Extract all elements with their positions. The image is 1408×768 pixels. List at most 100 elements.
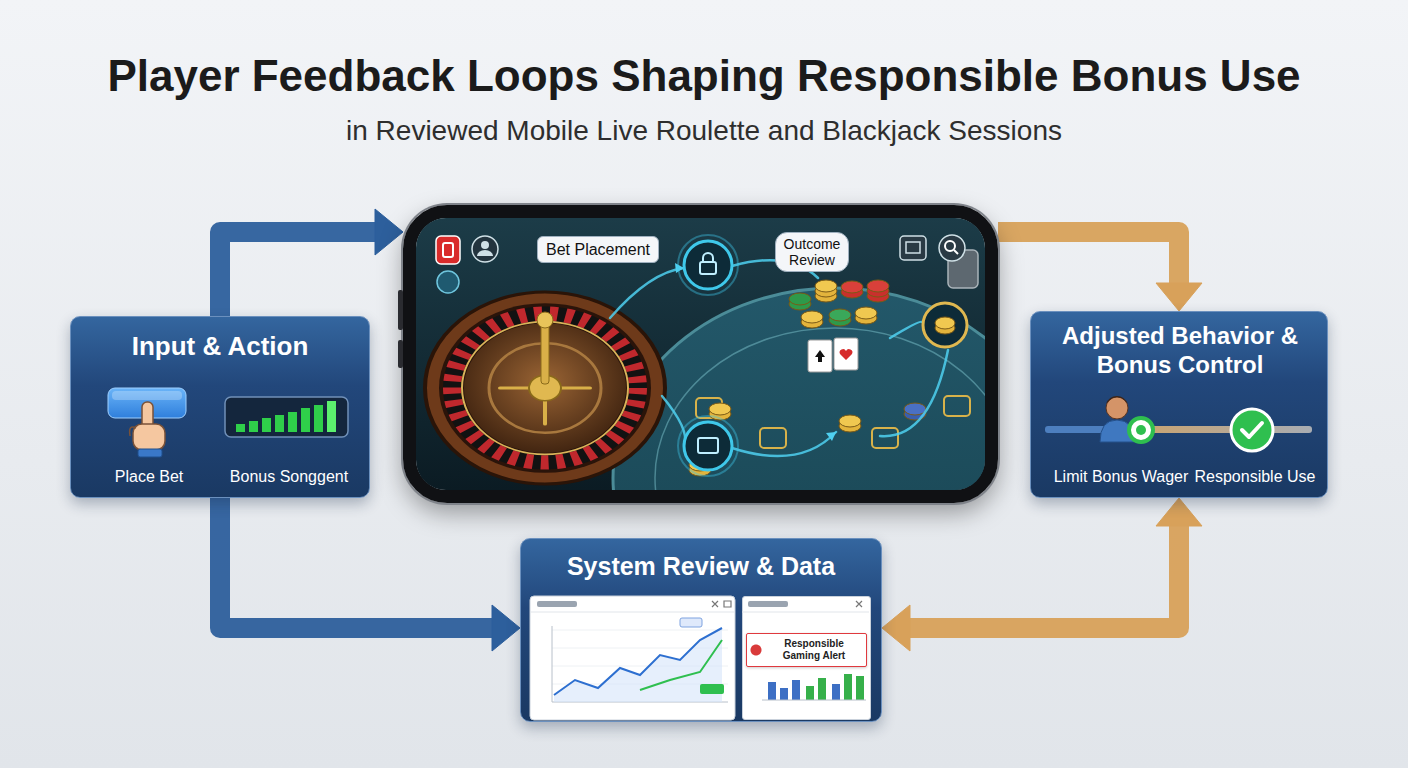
illustration-part [815,350,825,357]
illustration-part [789,298,811,310]
illustration-part [537,601,577,607]
text-slot: Bet Placement [537,236,697,263]
flow-arrow [998,232,1202,311]
illustration-part [768,682,776,700]
illustration-part [675,263,684,273]
illustration-part [108,388,186,418]
illustration-part [288,412,297,432]
illustration-part [416,218,985,490]
alert-message: Responsible Gaming Alert [746,633,867,667]
illustration-part [826,432,836,441]
flow-arrow [882,498,1202,651]
illustration-part [855,307,877,319]
illustration-part [443,243,453,257]
diagram-title: Player Feedback Loops Shaping Responsibl… [107,50,1300,103]
illustration-part [249,421,258,432]
arrow-head [375,209,403,255]
illustration-part [452,314,638,463]
illustration-part [425,292,665,484]
illustration-part [696,398,722,418]
illustration-part [935,317,955,329]
illustration-part [662,396,685,444]
illustration-part [452,314,638,463]
illustration-part [552,626,553,702]
process-box: Input & ActionPlace Bet Bonus Songgent [70,316,370,498]
illustration-part [236,424,245,432]
text-slot: Place Bet [89,467,209,486]
illustration-part [945,241,955,251]
illustration-part [724,601,731,607]
screen-tag: Bet Placement [537,236,659,263]
illustration-part [923,303,967,347]
illustration-part [829,309,851,321]
alert-window: Responsible Gaming Alert [742,596,871,720]
illustration-part [481,241,489,249]
illustration-part [464,323,626,453]
illustration-part [872,428,898,448]
illustration-part [327,401,336,432]
illustration-part [709,403,731,415]
illustration-part [906,242,920,253]
flow-arrow [220,498,520,651]
icon-caption: Limit Bonus Wager [1041,467,1201,486]
illustration-part [944,396,970,416]
icon-caption: Responsible Use [1185,467,1325,486]
text-slot: Player Feedback Loops Shaping Responsibl… [0,50,1408,103]
illustration-part [700,262,716,274]
illustration-part [678,235,738,295]
illustration-part [1129,418,1153,442]
illustration-part [801,311,823,323]
box-heading: Adjusted Behavior & Bonus Control [1049,322,1311,380]
box-heading: Input & Action [71,331,369,362]
phone-frame: Bet Placement Outcome Review [403,205,998,503]
illustration-part [760,428,786,448]
illustration-part [236,401,336,432]
illustration-part [700,684,724,694]
text-slot: Bonus Songgent [214,467,364,486]
process-box: Adjusted Behavior & Bonus ControlLimit B… [1030,311,1328,498]
illustration-part [543,352,547,424]
illustration-part [477,250,493,256]
illustration-part [1106,396,1128,404]
text-slot: Outcome Review [772,232,852,272]
illustration-part [425,292,665,484]
illustration-part [1106,397,1128,419]
illustration-part [856,601,862,607]
illustration-part [806,686,814,700]
arrow-head [1156,283,1202,311]
connector-line [908,524,1179,628]
illustration-part [742,612,869,613]
icon-caption: Place Bet [89,467,209,486]
process-box: System Review & DataResponsible Gaming A… [520,538,882,722]
illustration-part [732,260,818,278]
illustration-part [552,684,728,685]
illustration-part [530,596,735,720]
illustration-part [225,397,348,437]
illustration-part [500,352,590,424]
illustration-part [696,396,970,448]
text-slot: Responsible Gaming Alert [746,633,867,667]
illustration-part [709,408,731,420]
arrow-head [882,605,910,651]
illustration-part [948,250,978,288]
illustration-part [436,236,460,264]
illustration-part [1231,409,1273,451]
illustration-part [1242,423,1262,437]
illustration-part [839,420,861,432]
text-slot: Limit Bonus Wager [1041,467,1201,486]
illustration-part [840,349,853,360]
illustration-part [867,290,889,302]
illustration-part [684,241,732,289]
illustration-part [712,601,718,607]
illustration-part [904,403,926,415]
illustration-part [890,322,922,338]
illustration-part [675,263,836,441]
illustration-part [844,674,852,700]
illustration-part [112,391,182,400]
illustration-part [133,424,165,450]
illustration-part [541,322,549,384]
illustration-part [792,680,800,700]
illustration-part [552,630,728,684]
illustration-part [856,676,864,700]
illustration-part [703,253,713,262]
